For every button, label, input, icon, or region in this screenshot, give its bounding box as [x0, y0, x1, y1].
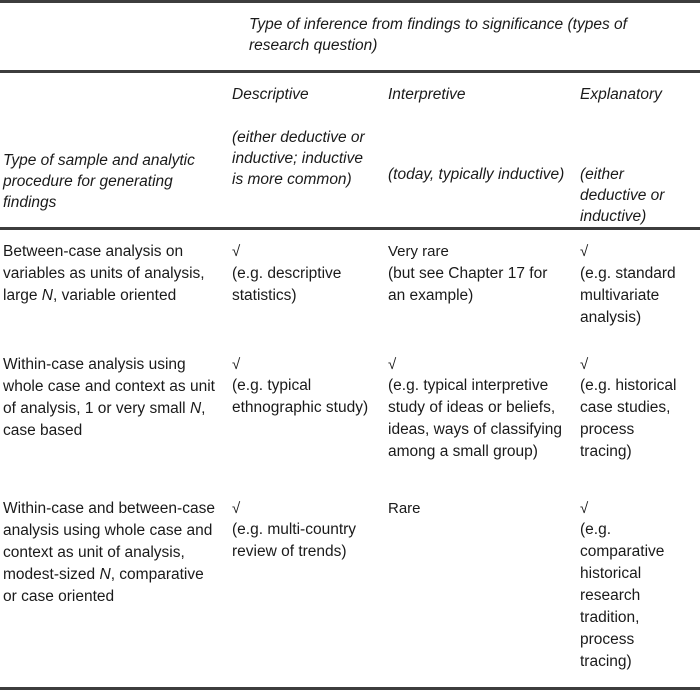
table-rule-mid: [0, 69, 700, 72]
stub-head: Type of sample and analytic procedure fo…: [3, 152, 195, 212]
row-1-descriptive-mark: √: [232, 355, 241, 373]
table-row: Between-case analysis on variables as un…: [0, 229, 700, 343]
row-0-stub-text-a: Between-case analysis on variables as un…: [3, 243, 205, 305]
row-0-explanatory-note: (e.g. standard multivariate analysis): [580, 264, 676, 326]
row-1-cell-explanatory: √ (e.g. historical case studies, process…: [580, 343, 700, 477]
row-0-stub: Between-case analysis on variables as un…: [0, 229, 232, 343]
column-head-descriptive-label: Descriptive: [232, 86, 309, 104]
row-gap-spacer: [0, 477, 700, 487]
column-head-row: Type of sample and analytic procedure fo…: [0, 72, 700, 228]
spanner-title: Type of inference from findings to signi…: [249, 16, 627, 55]
row-2-cell-interpretive: Rare: [388, 487, 580, 689]
row-0-descriptive-mark: √: [232, 243, 241, 261]
row-2-descriptive-mark: √: [232, 500, 241, 518]
row-2-cell-explanatory: √ (e.g. comparative historical research …: [580, 487, 700, 689]
row-0-stub-text-b: , variable oriented: [52, 287, 177, 305]
row-0-cell-explanatory: √ (e.g. standard multivariate analysis): [580, 229, 700, 343]
row-0-interpretive-note: (but see Chapter 17 for an example): [388, 264, 548, 304]
table-row: Within-case and between-case analysis us…: [0, 487, 700, 689]
row-2-explanatory-note: (e.g. comparative historical research tr…: [580, 521, 665, 671]
column-head-descriptive-note: (either deductive or inductive; inductiv…: [232, 129, 365, 189]
row-1-cell-descriptive: √ (e.g. typical ethnographic study): [232, 343, 388, 477]
row-1-stub-text-a: Within-case analysis using whole case an…: [3, 355, 215, 417]
table-rule-top: [0, 0, 700, 2]
column-head-descriptive: Descriptive (either deductive or inducti…: [232, 72, 388, 228]
row-0-cell-descriptive: √ (e.g. descriptive statistics): [232, 229, 388, 343]
row-1-interpretive-note: (e.g. typical interpretive study of idea…: [388, 377, 563, 461]
spanner-blank-stub: [0, 2, 232, 71]
row-0-interpretive-mark: Very rare: [388, 243, 449, 261]
row-1-explanatory-mark: √: [580, 355, 589, 373]
row-0-explanatory-mark: √: [580, 243, 589, 261]
row-1-descriptive-note: (e.g. typical ethnographic study): [232, 377, 369, 417]
row-0-stub-n: N: [41, 287, 53, 305]
row-0-cell-interpretive: Very rare (but see Chapter 17 for an exa…: [388, 229, 580, 343]
column-head-explanatory-label: Explanatory: [580, 86, 662, 104]
row-2-descriptive-note: (e.g. multi-country review of trends): [232, 521, 357, 561]
column-head-interpretive: Interpretive (today, typically inductive…: [388, 72, 580, 228]
row-1-cell-interpretive: √ (e.g. typical interpretive study of id…: [388, 343, 580, 477]
row-2-stub: Within-case and between-case analysis us…: [0, 487, 232, 689]
table-rule-bottom: [0, 688, 700, 692]
row-1-explanatory-note: (e.g. historical case studies, process t…: [580, 377, 677, 461]
table-row: Within-case analysis using whole case an…: [0, 343, 700, 477]
row-2-explanatory-mark: √: [580, 500, 589, 518]
row-2-interpretive-mark: Rare: [388, 500, 421, 518]
row-1-interpretive-mark: √: [388, 355, 397, 373]
table-rule-sub: [0, 226, 700, 229]
row-0-descriptive-note: (e.g. descriptive statistics): [232, 264, 342, 304]
row-2-stub-text-a: Within-case and between-case analysis us…: [3, 500, 215, 584]
spanner-header-row: Type of inference from findings to signi…: [0, 2, 700, 71]
row-1-stub: Within-case analysis using whole case an…: [0, 343, 232, 477]
row-1-stub-n: N: [189, 399, 202, 417]
row-2-stub-n: N: [99, 566, 111, 584]
row-2-stub-text-b: , comparative or case oriented: [3, 566, 204, 606]
row-1-stub-text-b: , case based: [3, 399, 206, 439]
column-head-explanatory: Explanatory (either deductive or inducti…: [580, 72, 700, 228]
row-2-cell-descriptive: √ (e.g. multi-country review of trends): [232, 487, 388, 689]
column-head-interpretive-label: Interpretive: [388, 86, 466, 104]
column-head-interpretive-note: (today, typically inductive): [388, 166, 565, 184]
column-head-explanatory-note: (either deductive or inductive): [580, 166, 665, 226]
